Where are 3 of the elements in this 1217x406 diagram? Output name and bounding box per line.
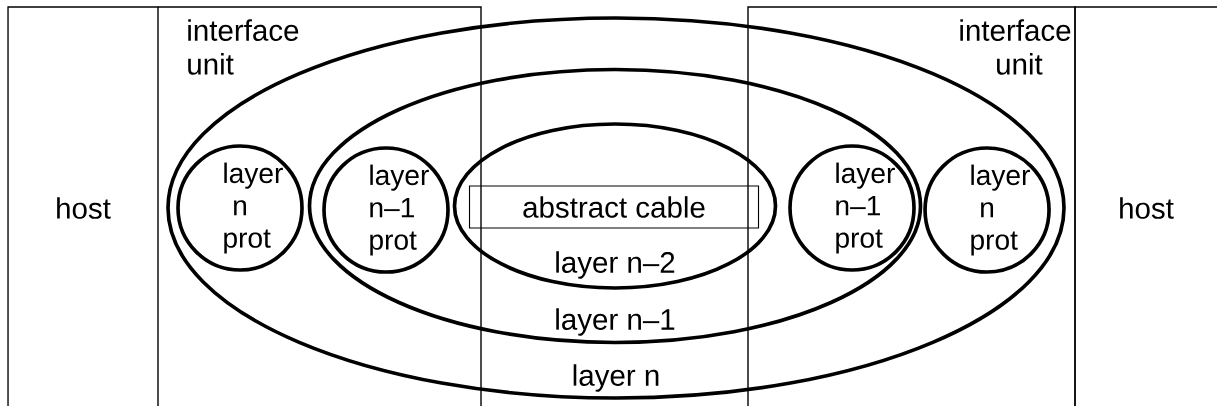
host-box: host	[7, 6, 159, 406]
host-box: host	[1074, 6, 1217, 406]
cable-box: abstract cable	[468, 185, 760, 229]
